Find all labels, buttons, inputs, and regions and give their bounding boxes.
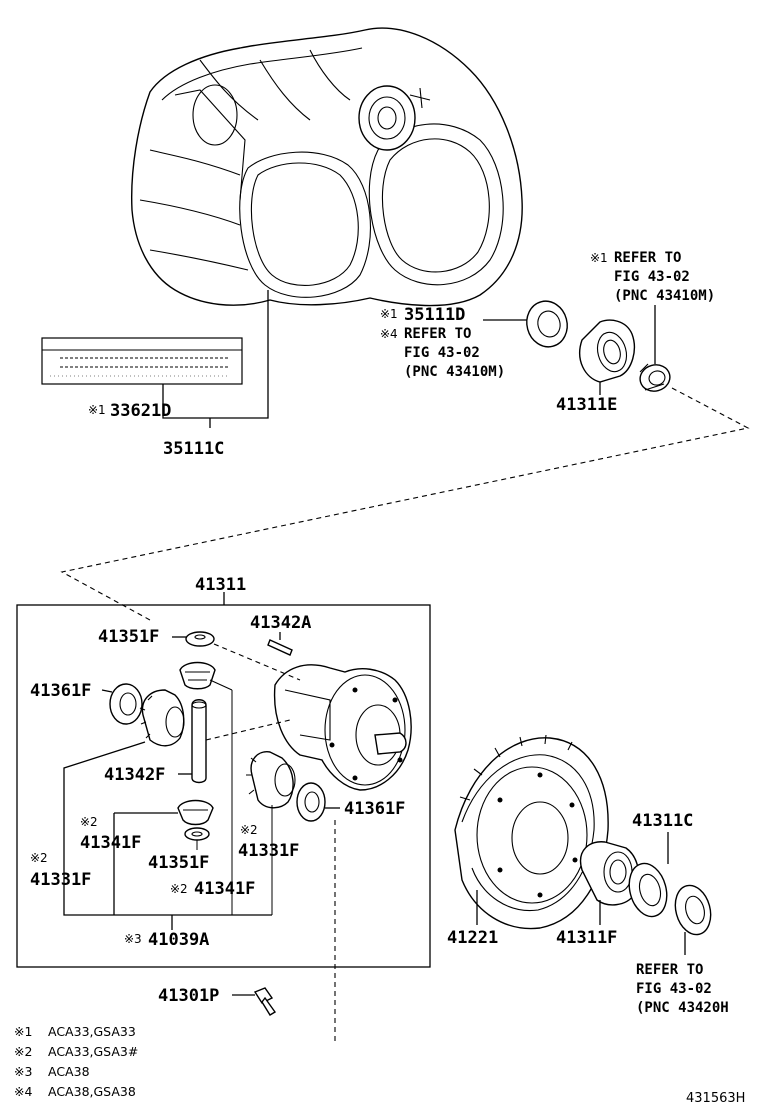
ref-oilseal-line1: REFER TO	[404, 326, 471, 342]
mark-1-33621D: ※1	[88, 403, 106, 417]
bushing-43410M-drawing	[639, 363, 671, 392]
legend-text-3: ACA38	[48, 1064, 90, 1079]
ref-bottom-right-line1: REFER TO	[636, 962, 703, 978]
ref-top-right-line3: (PNC 43410M)	[614, 288, 715, 304]
ref-bottom-right-line3: (PNC 43420H	[636, 1000, 729, 1016]
ref-oilseal-line2: FIG 43-02	[404, 345, 480, 361]
pinion-shaft-41342F-drawing	[191, 699, 207, 784]
pin-41342A-drawing	[267, 639, 293, 656]
ref-top-right-line1: REFER TO	[614, 250, 681, 266]
mark-3-41039A: ※3	[124, 932, 142, 946]
label-41311F: 41311F	[556, 928, 617, 948]
legend-mark-3: ※3	[14, 1064, 32, 1079]
label-41221: 41221	[447, 928, 498, 948]
differential-case-drawing	[273, 664, 412, 791]
pinion-41341F-top-drawing	[179, 661, 216, 690]
thrust-washer-41361F-right-drawing	[296, 782, 326, 822]
mark-4-oilseal: ※4	[380, 327, 398, 341]
label-41331F-right: 41331F	[238, 841, 299, 861]
label-41311C: 41311C	[632, 811, 693, 831]
legend-mark-1: ※1	[14, 1024, 32, 1039]
svg-text:※1: ※1	[88, 403, 106, 417]
ref-bottom-right-line2: FIG 43-02	[636, 981, 712, 997]
label-33621D: 33621D	[110, 401, 171, 421]
legend-mark-4: ※4	[14, 1084, 32, 1099]
ref-oilseal-line3: (PNC 43410M)	[404, 364, 505, 380]
label-41351F-lower: 41351F	[148, 853, 209, 873]
pinion-41341F-lower-drawing	[177, 799, 214, 826]
transaxle-housing-drawing	[130, 27, 523, 307]
mark-1-top-right: ※1	[590, 251, 608, 265]
caution-label-plate	[41, 337, 243, 385]
mark-2-41331F-left: ※2	[30, 851, 48, 865]
legend-text-1: ACA33,GSA33	[48, 1024, 136, 1039]
oil-seal-43420H-drawing	[674, 884, 712, 936]
label-35111C: 35111C	[163, 439, 224, 459]
legend-text-4: ACA38,GSA38	[48, 1084, 136, 1099]
label-41361F-left: 41361F	[30, 681, 91, 701]
mark-1-35111D: ※1	[380, 307, 398, 321]
side-gear-41331F-right-drawing	[246, 751, 296, 809]
bolt-41301P-drawing	[253, 987, 277, 1016]
label-41311E: 41311E	[556, 395, 617, 415]
label-41311: 41311	[195, 575, 246, 595]
label-41342F: 41342F	[104, 765, 165, 785]
washer-41351F-lower-drawing	[184, 827, 210, 841]
label-41331F-left: 41331F	[30, 870, 91, 890]
label-41361F-right: 41361F	[344, 799, 405, 819]
label-41351F-top: 41351F	[98, 627, 159, 647]
mark-2-41341F-b: ※2	[170, 882, 188, 896]
label-35111D: 35111D	[404, 305, 465, 325]
figure-id: 431563H	[686, 1091, 745, 1106]
label-41341F-b: 41341F	[194, 879, 255, 899]
label-41342A: 41342A	[250, 613, 311, 633]
mark-2-41331F-right: ※2	[240, 823, 258, 837]
bearing-41311E-drawing	[579, 319, 636, 383]
label-41039A: 41039A	[148, 930, 209, 950]
legend-text-2: ACA33,GSA3#	[48, 1044, 138, 1059]
legend-mark-2: ※2	[14, 1044, 32, 1059]
ring-gear-41221-drawing	[454, 734, 609, 930]
shim-41311C-drawing	[628, 862, 668, 918]
oil-seal-35111D-drawing	[526, 300, 568, 348]
bearing-41311F-drawing	[579, 841, 640, 906]
washer-41351F-top-drawing	[185, 631, 215, 647]
label-41301P: 41301P	[158, 986, 219, 1006]
label-41341F-lower: 41341F	[80, 833, 141, 853]
ref-top-right-line2: FIG 43-02	[614, 269, 690, 285]
thrust-washer-41361F-left-drawing	[109, 683, 143, 725]
side-gear-41331F-left-drawing	[139, 689, 185, 747]
mark-2-41341F: ※2	[80, 815, 98, 829]
applicability-legend: ※1 ACA33,GSA33 ※2 ACA33,GSA3# ※3 ACA38 ※…	[14, 1024, 138, 1099]
